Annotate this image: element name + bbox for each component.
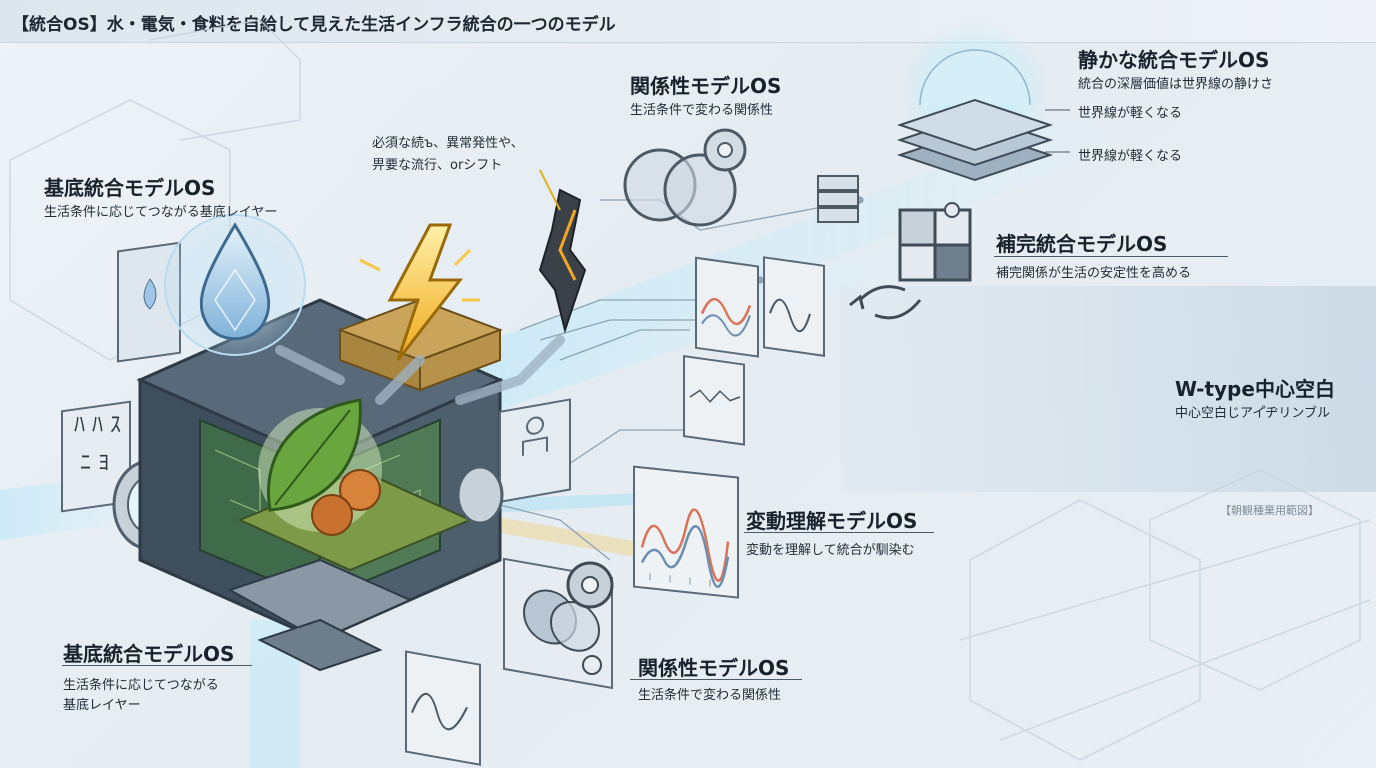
quiet-subtitle: 統合の深層価値は世界線の静けさ bbox=[1078, 77, 1274, 92]
quiet-layer-1: 世界線が軽くなる bbox=[1078, 106, 1183, 121]
variation-chart bbox=[633, 465, 739, 599]
quiet-visual bbox=[896, 20, 1070, 182]
base-top-subtitle: 生活条件に応じてつながる基底レイヤー bbox=[44, 205, 278, 220]
scope-note: 【朝観種棄用範図】 bbox=[1220, 504, 1319, 517]
layers-icon bbox=[896, 98, 1054, 182]
server-stack-icon bbox=[817, 175, 859, 223]
quiet-title: 静かな統合モデルOS bbox=[1078, 48, 1270, 72]
puzzle-icon bbox=[898, 202, 972, 282]
relation-bottom-rule bbox=[630, 679, 802, 680]
relation-bottom-title: 関係性モデルOS bbox=[638, 656, 790, 680]
food-orb bbox=[258, 398, 382, 536]
base-top-title: 基底統合モデルOS bbox=[44, 176, 216, 200]
complement-subtitle: 補完関係が生活の安定性を高める bbox=[996, 266, 1192, 281]
fruit-icon bbox=[339, 469, 381, 511]
base-bottom-subtitle-2: 基底レイヤー bbox=[63, 698, 141, 713]
base-bottom-title: 基底統合モデルOS bbox=[63, 642, 235, 666]
monitor-person bbox=[499, 398, 571, 504]
note-line-2: 畀要な流行、orシフト bbox=[372, 158, 503, 173]
wtype-title: W-type中心空白 bbox=[1175, 377, 1335, 401]
water-drop-icon bbox=[199, 222, 271, 341]
wtype-subtitle: 中心空白じアイ゚ヂリンブル bbox=[1175, 406, 1330, 421]
base-bottom-subtitle-1: 生活条件に応じてつながる bbox=[63, 678, 219, 693]
relation-bottom-visual bbox=[405, 557, 614, 766]
sign-text-1: ﾊ ﾊ ｽ bbox=[74, 413, 121, 438]
complement-rule bbox=[994, 256, 1228, 257]
pipes bbox=[275, 335, 565, 405]
person-icon bbox=[526, 416, 544, 435]
quiet-layer-2: 世界線が軽くなる bbox=[1078, 149, 1183, 164]
page-title: 【統合OS】水・電気・食料を自給して見えた生活インフラ統合の一つのモデル bbox=[12, 15, 616, 35]
cycle-arrows-icon bbox=[849, 285, 922, 320]
relation-top-title: 関係性モデルOS bbox=[630, 74, 782, 98]
sign-text-2: ﾆ ﾖ bbox=[80, 451, 109, 476]
header-bar: 【統合OS】水・電気・食料を自給して見えた生活インフラ統合の一つのモデル bbox=[0, 0, 1376, 43]
chart-panels-upper bbox=[683, 256, 825, 446]
variation-subtitle: 変動を理解して統合が馴染む bbox=[746, 543, 915, 558]
relation-top-subtitle: 生活条件で変わる関係性 bbox=[630, 103, 774, 118]
variation-rule bbox=[744, 532, 934, 533]
variation-title: 変動理解モデルOS bbox=[746, 509, 918, 533]
note-line-1: 必須な続ъ、異常発性や、 bbox=[372, 136, 524, 151]
relation-bottom-subtitle: 生活条件で変わる関係性 bbox=[638, 688, 782, 703]
water-orb bbox=[164, 214, 306, 356]
lightning-icon bbox=[387, 223, 464, 361]
w-type-panel bbox=[840, 286, 1376, 492]
broken-shard bbox=[538, 188, 587, 334]
complement-title: 補完統合モデルOS bbox=[996, 232, 1168, 256]
base-bottom-rule bbox=[62, 665, 252, 666]
venn-top bbox=[623, 128, 747, 227]
